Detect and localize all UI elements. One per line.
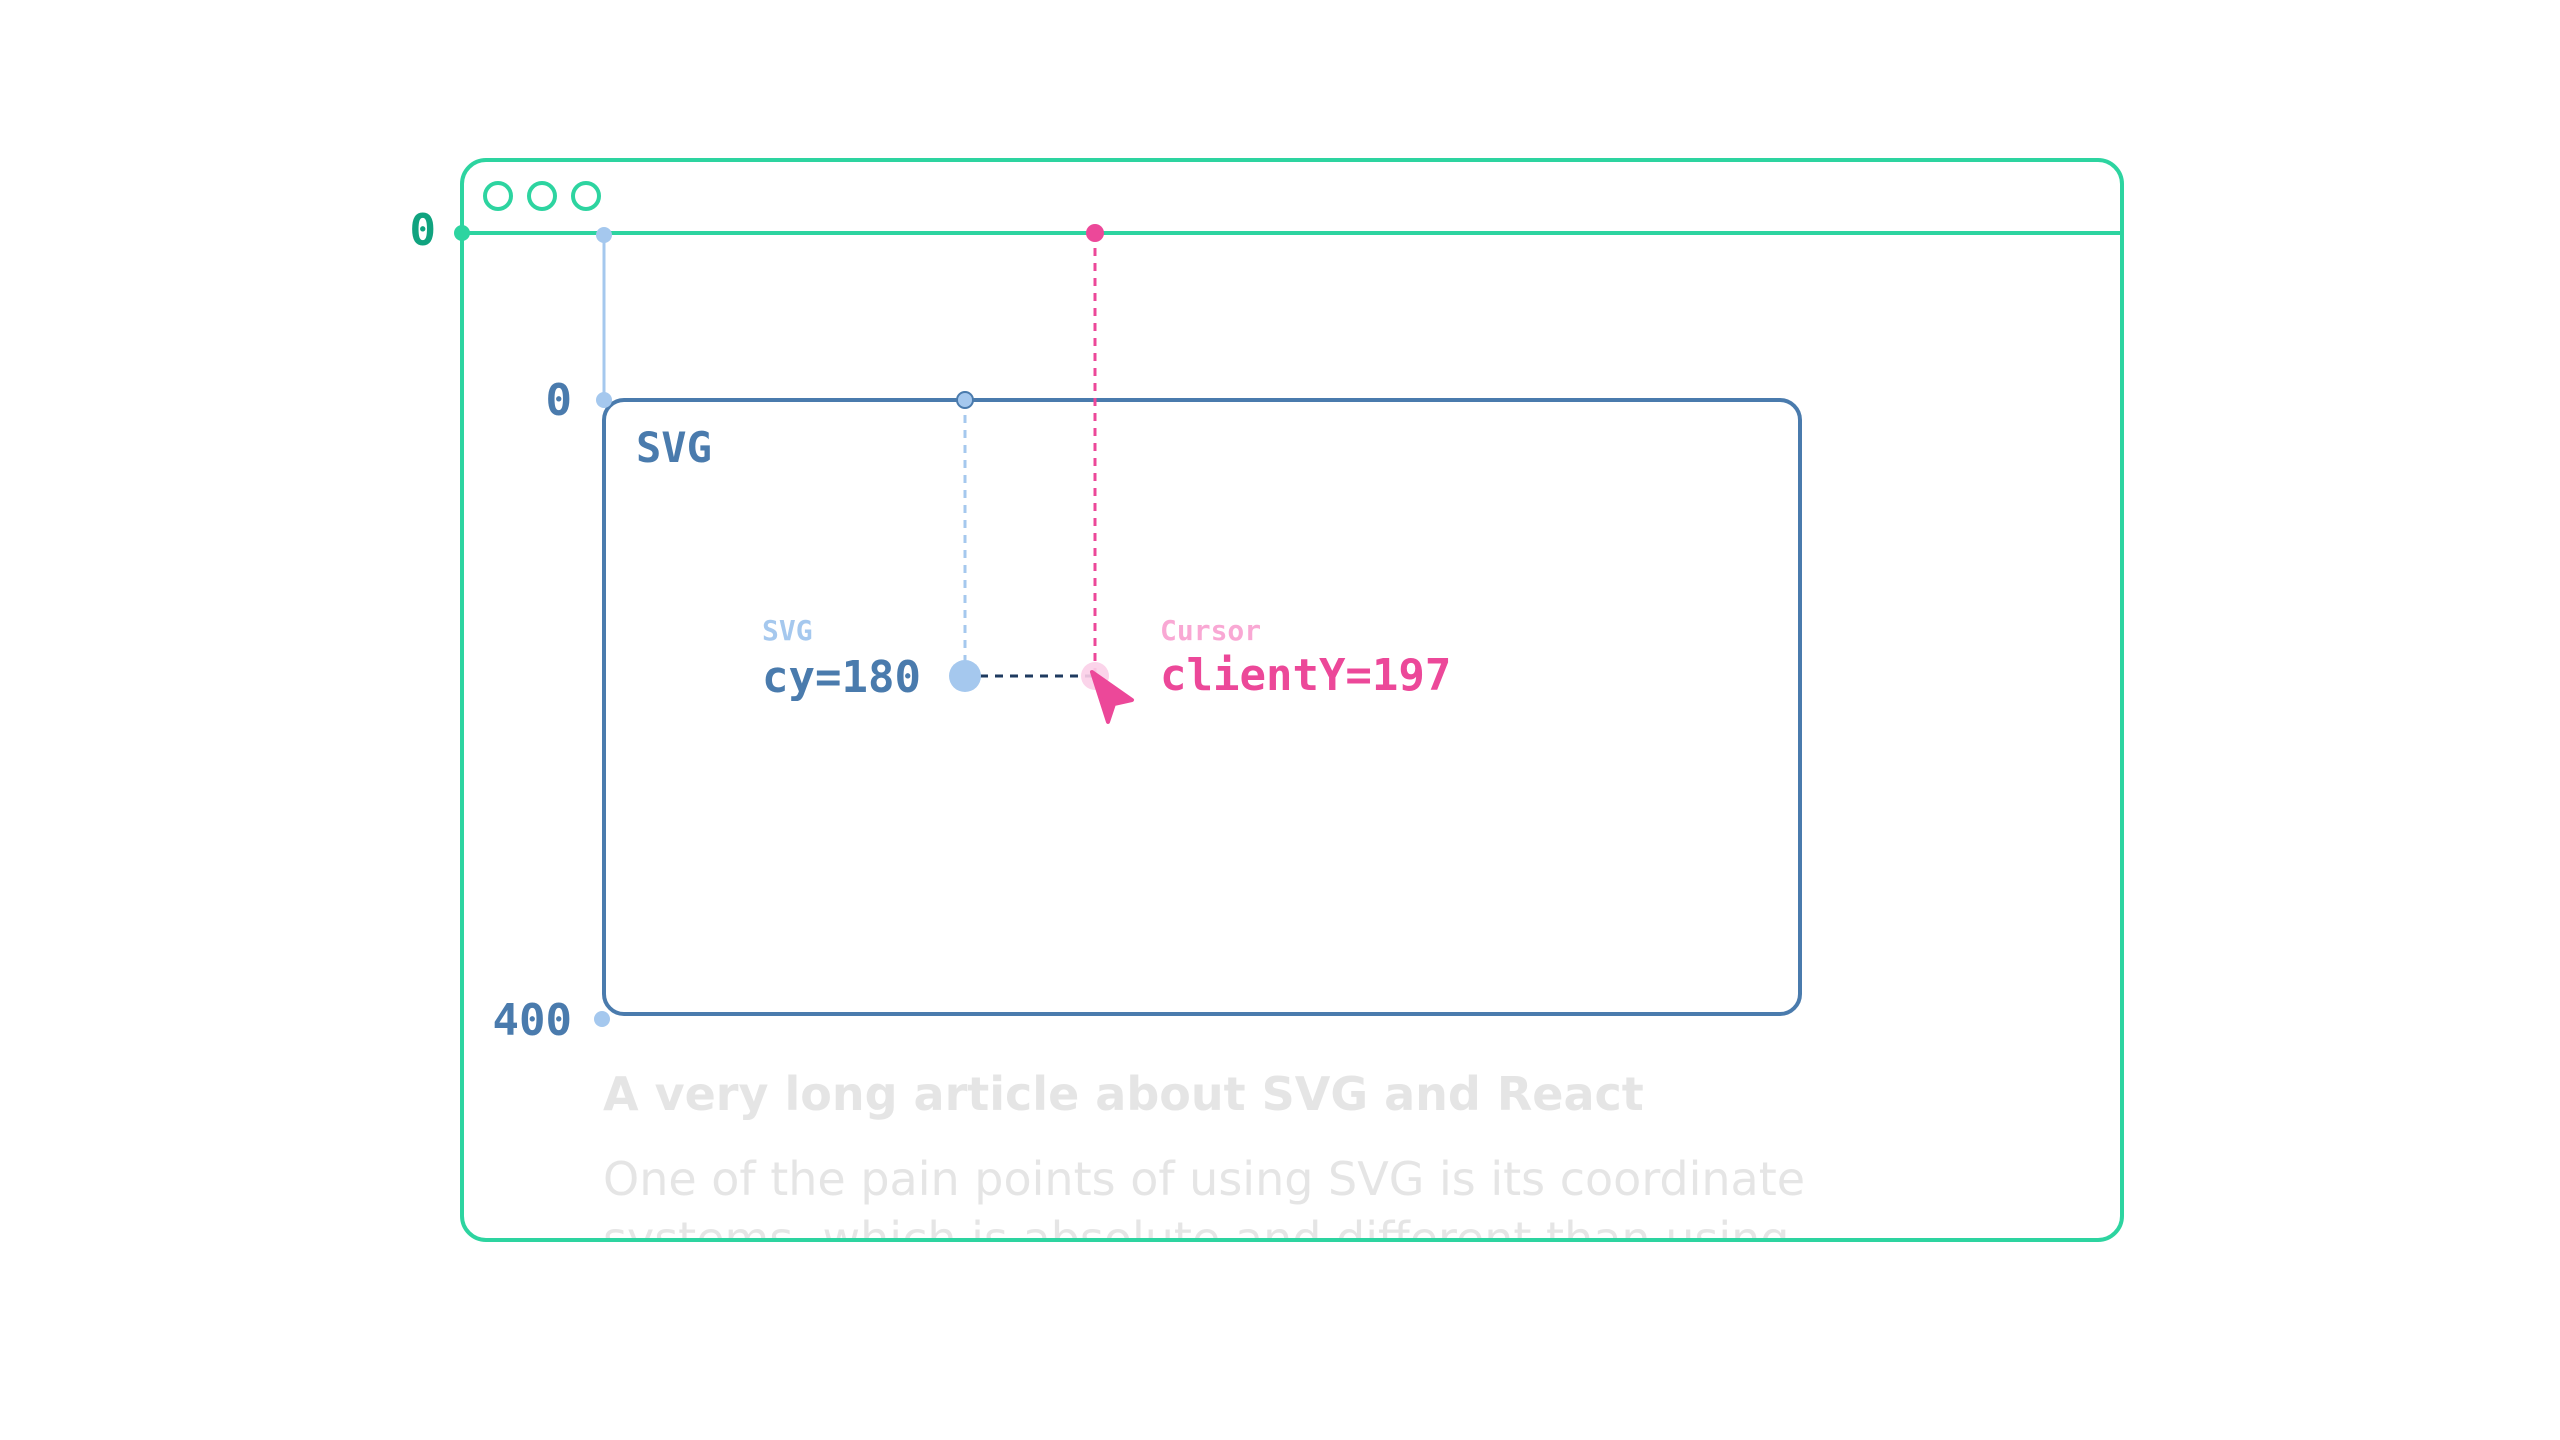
window-close-icon[interactable]: [483, 181, 513, 211]
article-title: A very long article about SVG and React: [603, 1067, 1644, 1121]
svg-caption: SVG: [762, 614, 813, 647]
svg-offset-top-dot: [596, 227, 612, 243]
svg-cy-value: cy=180: [762, 652, 921, 703]
svg-origin-label: 0: [546, 375, 573, 426]
cursor-guide-top-dot: [1086, 224, 1104, 242]
svg-point: [949, 660, 981, 692]
browser-origin-dot: [454, 225, 470, 241]
svg-bottom-dot: [594, 1011, 610, 1027]
window-minimize-icon[interactable]: [527, 181, 557, 211]
browser-window: [460, 158, 2124, 1242]
window-maximize-icon[interactable]: [571, 181, 601, 211]
browser-origin-label: 0: [410, 205, 437, 256]
article-line-1: One of the pain points of using SVG is i…: [603, 1152, 1805, 1206]
cy-guide-top-dot: [956, 391, 974, 409]
cursor-client-y-value: clientY=197: [1160, 650, 1451, 701]
cursor-arrow-icon: [1090, 670, 1134, 724]
svg-box: [602, 398, 1802, 1016]
svg-origin-dot: [596, 392, 612, 408]
svg-bottom-label: 400: [493, 995, 572, 1046]
article-line-2: systems, which is absolute and different…: [603, 1212, 1789, 1266]
cursor-caption: Cursor: [1160, 614, 1261, 647]
svg-box-title: SVG: [636, 423, 712, 472]
article-content: A very long article about SVG and React …: [603, 1067, 1805, 1266]
